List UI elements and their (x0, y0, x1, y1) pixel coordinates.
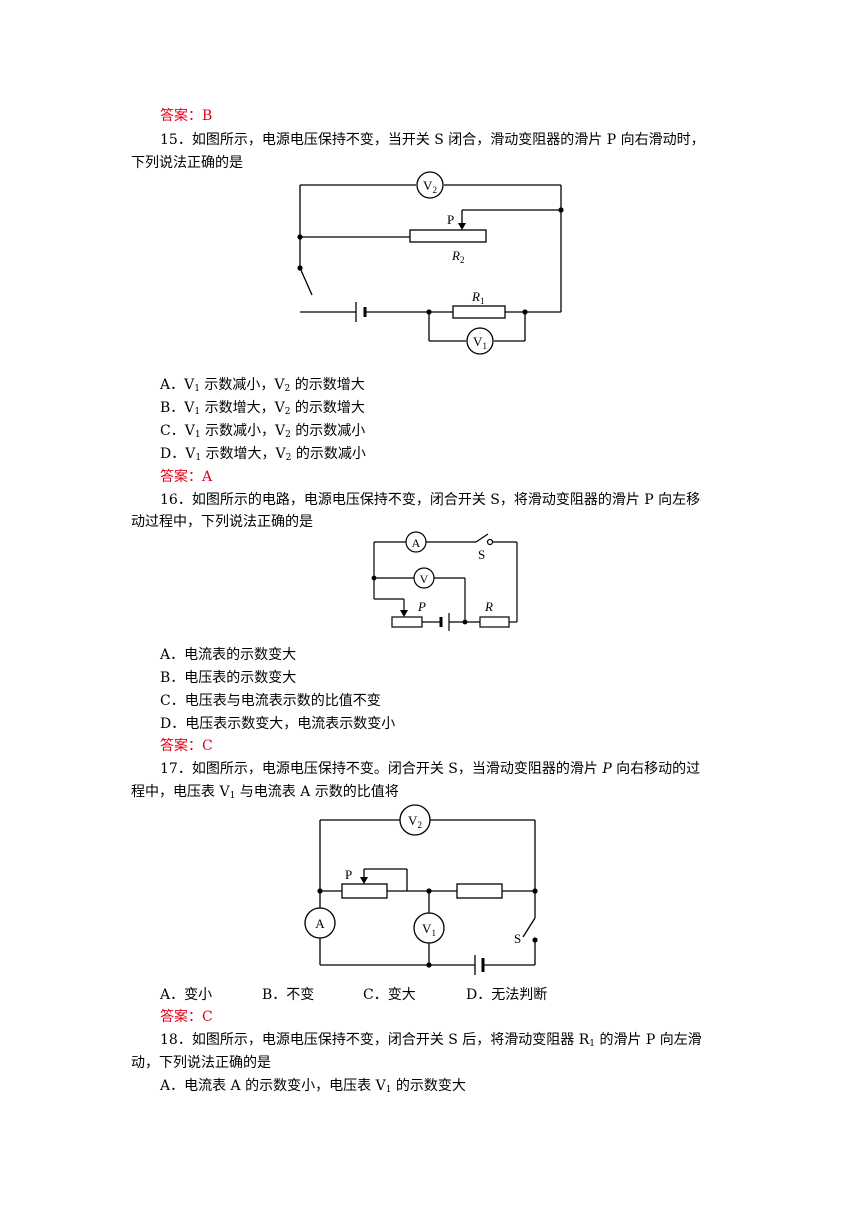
q18-stem-line1: 18．如图所示，电源电压保持不变，闭合开关 S 后，将滑动变阻器 R1 的滑片 … (160, 1032, 702, 1049)
q17-v1-label: V (422, 921, 432, 936)
q16-stem-line2: 动过程中，下列说法正确的是 (131, 514, 313, 530)
svg-text:R2: R2 (451, 248, 464, 265)
q16-stem-line1: 16．如图所示的电路，电源电压保持不变，闭合开关 S，将滑动变阻器的滑片 P 向… (160, 492, 701, 508)
svg-text:V2: V2 (423, 178, 437, 195)
q17-stem-line1: 17．如图所示，电源电压保持不变。闭合开关 S，当滑动变阻器的滑片 P 向右移动… (160, 761, 701, 777)
q15-v2-label: V (423, 178, 433, 193)
q15-r1-sub: 1 (480, 296, 485, 306)
svg-text:V2: V2 (408, 813, 422, 830)
q15-v1-sub: 1 (482, 341, 487, 351)
svg-text:V1: V1 (422, 921, 436, 938)
q15-stem-line2: 下列说法正确的是 (131, 155, 243, 171)
q15-option-b: B．V1 示数增大，V2 的示数增大 (160, 400, 365, 417)
q16-r-label: R (484, 599, 493, 614)
q15-option-d: D．V1 示数增大，V2 的示数减小 (160, 446, 366, 463)
q15-p-label: P (447, 212, 454, 227)
q17-v2-label: V (408, 813, 418, 828)
q16-option-a: A．电流表的示数变大 (160, 647, 297, 663)
answer-16: 答案：C (160, 738, 213, 754)
q16-option-b: B．电压表的示数变大 (160, 670, 297, 686)
q16-option-d: D．电压表示数变大，电流表示数变小 (160, 716, 396, 732)
q16-v-label: V (420, 572, 429, 586)
q17-option-c: C．变大 (363, 987, 416, 1003)
svg-text:R1: R1 (471, 289, 484, 306)
q17-circuit-diagram: V2 P A V1 S (304, 804, 538, 975)
q17-option-d: D．无法判断 (466, 987, 548, 1003)
q15-v1-label: V (473, 334, 483, 349)
q16-s-label: S (478, 547, 485, 562)
q17-a-label: A (315, 916, 325, 931)
q15-r1-label: R (471, 289, 480, 304)
q17-stem-line2: 程中，电压表 V1 与电流表 A 示数的比值将 (131, 784, 399, 801)
q16-a-label: A (412, 536, 421, 550)
q17-option-b: B．不变 (262, 987, 315, 1003)
q18-option-a: A．电流表 A 的示数变小，电压表 V1 的示数变大 (160, 1078, 466, 1095)
q15-option-a: A．V1 示数减小，V2 的示数增大 (160, 377, 365, 394)
answer-17: 答案：C (160, 1009, 213, 1025)
q15-r2-label: R (451, 248, 460, 263)
q15-option-c: C．V1 示数减小，V2 的示数减小 (160, 423, 366, 440)
q15-stem-line1: 15．如图所示，电源电压保持不变，当开关 S 闭合，滑动变阻器的滑片 P 向右滑… (160, 132, 705, 148)
q17-v2-sub: 2 (417, 820, 422, 830)
q15-v2-sub: 2 (432, 185, 437, 195)
q17-v1-sub: 1 (431, 928, 436, 938)
svg-text:V1: V1 (473, 334, 487, 351)
q17-p-label: P (345, 867, 352, 882)
answer-15: 答案：A (160, 469, 213, 485)
q18-stem-line2: 动，下列说法正确的是 (131, 1055, 271, 1071)
q17-s-label: S (514, 931, 521, 946)
q15-circuit-diagram: V2 P R2 R1 V1 (297, 171, 564, 355)
q16-option-c: C．电压表与电流表示数的比值不变 (160, 693, 381, 709)
q16-circuit-diagram: A S V P R (371, 531, 518, 631)
q17-option-a: A．变小 (160, 987, 213, 1003)
answer-14: 答案：B (160, 108, 213, 124)
q15-r2-sub: 2 (460, 255, 465, 265)
q16-p-label: P (417, 599, 426, 614)
